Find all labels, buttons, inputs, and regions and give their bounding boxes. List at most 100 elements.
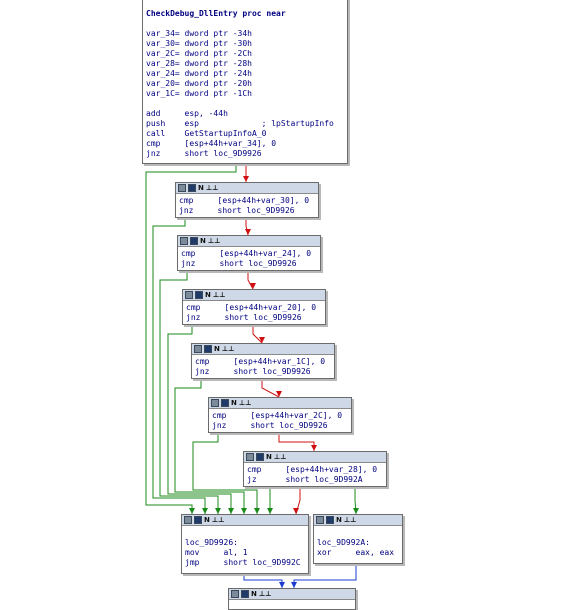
instruction: jnz short loc_9D9926 bbox=[179, 206, 295, 215]
edge-false-arrowhead bbox=[311, 445, 317, 451]
edge-uncond bbox=[243, 572, 283, 588]
node-header: N ⊥⊥ bbox=[314, 515, 402, 526]
edge-false bbox=[261, 377, 280, 398]
node-header: N ⊥⊥ bbox=[244, 452, 386, 463]
graph-icon bbox=[194, 345, 202, 353]
graph-icon bbox=[246, 453, 254, 461]
graph-icon bbox=[211, 399, 219, 407]
note-icon bbox=[256, 453, 264, 461]
blank-line bbox=[146, 99, 344, 109]
node-block-2[interactable]: N ⊥⊥ cmp [esp+44h+var_24], 0 jnz short l… bbox=[177, 235, 321, 271]
node-header: N ⊥⊥ bbox=[182, 515, 308, 526]
instruction: jnz short loc_9D9926 bbox=[212, 421, 328, 430]
graph-icon bbox=[185, 291, 193, 299]
header-label: N ⊥⊥ bbox=[204, 516, 225, 524]
note-icon bbox=[204, 345, 212, 353]
instruction: cmp [esp+44h+var_1C], 0 bbox=[195, 357, 326, 366]
edge-true bbox=[152, 216, 206, 514]
header-label: N ⊥⊥ bbox=[336, 516, 357, 524]
var-decl: var_34= dword ptr -34h bbox=[146, 29, 252, 38]
edge-true-arrowhead bbox=[267, 508, 273, 514]
node-header: N ⊥⊥ bbox=[176, 183, 318, 194]
code-label: loc_9D992A: bbox=[317, 538, 370, 547]
header-label: N ⊥⊥ bbox=[205, 291, 226, 299]
instruction: xor eax, eax bbox=[317, 548, 395, 557]
instruction: cmp [esp+44h+var_20], 0 bbox=[186, 303, 317, 312]
instruction: cmp [esp+44h+var_30], 0 bbox=[179, 196, 310, 205]
header-label: N ⊥⊥ bbox=[231, 399, 252, 407]
instruction: call GetStartupInfoA_0 bbox=[146, 129, 267, 138]
node-block-1[interactable]: N ⊥⊥ cmp [esp+44h+var_30], 0 jnz short l… bbox=[175, 182, 319, 218]
header-label: N ⊥⊥ bbox=[198, 184, 219, 192]
edge-false bbox=[252, 323, 263, 344]
edge-true-arrowhead bbox=[254, 508, 260, 514]
instruction: jz short loc_9D992A bbox=[247, 475, 363, 484]
graph-icon bbox=[231, 590, 239, 598]
instruction: jnz short loc_9D9926 bbox=[146, 149, 262, 158]
header-label: N ⊥⊥ bbox=[251, 590, 272, 598]
node-header: N ⊥⊥ bbox=[192, 344, 334, 355]
var-decl: var_30= dword ptr -30h bbox=[146, 39, 252, 48]
var-decl: var_28= dword ptr -28h bbox=[146, 59, 252, 68]
instruction: add esp, -44h bbox=[146, 109, 228, 118]
node-header: N ⊥⊥ bbox=[209, 398, 351, 409]
edge-false-arrowhead bbox=[259, 337, 265, 343]
note-icon bbox=[195, 291, 203, 299]
edge-false bbox=[278, 431, 315, 451]
node-block-3[interactable]: N ⊥⊥ cmp [esp+44h+var_20], 0 jnz short l… bbox=[182, 289, 326, 325]
graph-icon bbox=[178, 184, 186, 192]
node-loc-9d992c[interactable]: N ⊥⊥ bbox=[228, 588, 356, 610]
instruction: cmp [esp+44h+var_2C], 0 bbox=[212, 411, 343, 420]
edge-true-arrowhead bbox=[215, 508, 221, 514]
instruction: jnz short loc_9D9926 bbox=[195, 367, 311, 376]
instruction: mov al, 1 bbox=[185, 548, 248, 557]
instruction: jmp short loc_9D992C bbox=[185, 558, 301, 567]
instruction: jnz short loc_9D9926 bbox=[186, 313, 302, 322]
var-decl: var_2C= dword ptr -2Ch bbox=[146, 49, 252, 58]
edge-uncond-arrowhead bbox=[279, 582, 285, 588]
edge-false-arrowhead bbox=[243, 176, 249, 182]
note-icon bbox=[241, 590, 249, 598]
blank-line bbox=[317, 528, 399, 538]
node-block-5[interactable]: N ⊥⊥ cmp [esp+44h+var_2C], 0 jnz short l… bbox=[208, 397, 352, 433]
edge-uncond-arrowhead bbox=[291, 582, 297, 588]
note-icon bbox=[188, 184, 196, 192]
var-decl: var_1C= dword ptr -1Ch bbox=[146, 89, 252, 98]
edge-true bbox=[174, 377, 245, 514]
edge-false-arrowhead bbox=[250, 283, 256, 289]
edge-true bbox=[159, 269, 219, 514]
node-loc-9d9926[interactable]: N ⊥⊥ loc_9D9926: mov al, 1 jmp short loc… bbox=[181, 514, 309, 574]
node-loc-9d992a[interactable]: N ⊥⊥ loc_9D992A: xor eax, eax bbox=[313, 514, 403, 564]
edge-true-arrowhead bbox=[353, 508, 359, 514]
edge-false-arrowhead bbox=[293, 508, 299, 514]
instruction: cmp [esp+44h+var_28], 0 bbox=[247, 465, 378, 474]
edge-false bbox=[247, 269, 254, 290]
node-header: N ⊥⊥ bbox=[229, 589, 355, 600]
node-block-4[interactable]: N ⊥⊥ cmp [esp+44h+var_1C], 0 jnz short l… bbox=[191, 343, 335, 379]
instruction: jnz short loc_9D9926 bbox=[181, 259, 297, 268]
blank-line bbox=[146, 19, 344, 29]
header-label: N ⊥⊥ bbox=[200, 237, 221, 245]
instruction: push esp ; lpStartupInfo bbox=[146, 119, 334, 128]
node-block-6[interactable]: N ⊥⊥ cmp [esp+44h+var_28], 0 jz short lo… bbox=[243, 451, 387, 487]
note-icon bbox=[194, 516, 202, 524]
graph-icon bbox=[180, 237, 188, 245]
node-header: N ⊥⊥ bbox=[178, 236, 320, 247]
note-icon bbox=[326, 516, 334, 524]
var-decl: var_24= dword ptr -24h bbox=[146, 69, 252, 78]
node-entry[interactable]: CheckDebug_DllEntry proc near var_34= dw… bbox=[142, 0, 348, 164]
header-label: N ⊥⊥ bbox=[266, 453, 287, 461]
edge-true bbox=[145, 162, 237, 514]
blank-line bbox=[185, 528, 305, 538]
instruction: cmp [esp+44h+var_24], 0 bbox=[181, 249, 312, 258]
graph-icon bbox=[316, 516, 324, 524]
instruction: cmp [esp+44h+var_34], 0 bbox=[146, 139, 277, 148]
edge-true bbox=[192, 431, 258, 514]
header-label: N ⊥⊥ bbox=[214, 345, 235, 353]
node-header: N ⊥⊥ bbox=[183, 290, 325, 301]
edge-true-arrowhead bbox=[189, 508, 195, 514]
note-icon bbox=[190, 237, 198, 245]
edge-true bbox=[167, 323, 232, 514]
